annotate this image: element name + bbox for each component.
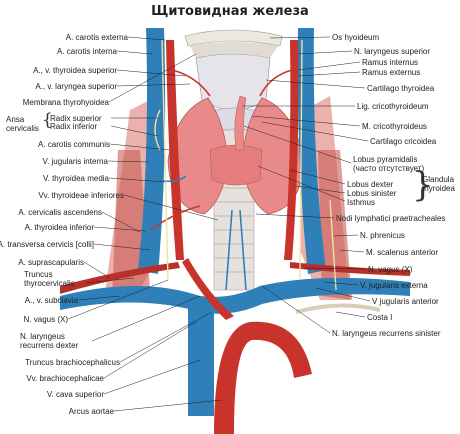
label-vagus-left: N. vagus (X): [23, 315, 68, 324]
label-thyroidea: thyroidea: [422, 184, 455, 193]
label-laryngea-superior: A., v. laryngea superior: [35, 82, 117, 91]
leader-lines: [67, 36, 371, 412]
internal-jugular-left: [297, 28, 326, 274]
label-laryngeus-dexter-2: recurrens dexter: [20, 341, 79, 350]
brachiocephalic-trunk: [182, 258, 234, 320]
label-radix-inferior: Radix inferior: [50, 122, 98, 131]
inferior-thyroid-veins: [225, 209, 247, 291]
label-laryngeus-superior: N. laryngeus superior: [354, 47, 431, 56]
superior-thyroid-artery-left: [259, 69, 293, 97]
label-carotis-externa: A. carotis externa: [65, 33, 128, 42]
label-lig-cricothyroideum: Lig. cricothyroideum: [357, 102, 429, 111]
aortic-arch: [214, 321, 312, 434]
label-laryngeus-sinister: N. laryngeus recurrens sinister: [332, 329, 441, 338]
label-thyrocervicalis: thyrocervicalis: [24, 279, 75, 288]
label-brachiocephalicus: Truncus brachiocephalicus: [25, 358, 120, 367]
internal-jugular-right: [138, 28, 166, 274]
superior-thyroid-artery: [171, 69, 211, 97]
label-costa-i: Costa I: [367, 313, 393, 322]
label-ramus-internus: Ramus internus: [362, 58, 419, 67]
label-lobus-dexter: Lobus dexter: [347, 180, 394, 189]
label-cervicalis-ascendens: A. cervicalis ascendens: [18, 208, 102, 217]
vagus-nerve-left: [299, 39, 303, 281]
label-os-hyoideum: Os hyoideum: [332, 33, 380, 42]
label-chasto-otsutstvuet: (часто отсутствует): [353, 164, 425, 173]
label-jugularis-anterior: V jugularis anterior: [372, 297, 439, 306]
label-scalenus-anterior: M. scalenus anterior: [366, 248, 439, 257]
brachiocephalic-veins: [60, 277, 410, 314]
common-carotid-right: [166, 40, 184, 260]
label-thyroideae-inferiores: Vv. thyroideae inferiores: [38, 191, 124, 200]
superior-vena-cava: [188, 306, 214, 416]
label-jugularis-externa: V. jugularis externa: [360, 281, 428, 290]
label-subclavia: A., v. subclavia: [24, 296, 78, 305]
middle-thyroid-vein: [159, 175, 187, 183]
inferior-thyroid-artery: [149, 205, 201, 231]
label-transversa-cervicis: A. transversa cervicis [colli]: [0, 240, 94, 249]
label-isthmus: Isthmus: [347, 198, 376, 207]
label-laryngeus-dexter-1: N. laryngeus: [20, 332, 65, 341]
figure-title: Щитовидная железа: [151, 4, 309, 19]
pyramidal-lobe: [234, 95, 247, 151]
subclavian-artery-right: [60, 262, 180, 294]
thyrohyoid-membrane: [190, 42, 278, 58]
label-cervicalis: cervicalis: [6, 124, 39, 133]
label-n-phrenicus: N. phrenicus: [360, 231, 405, 240]
label-ramus-externus: Ramus externus: [362, 68, 421, 77]
ansa-cervicalis: [154, 109, 161, 151]
label-thyroidea-inferior: A. thyroidea inferior: [24, 223, 94, 232]
phrenic-nerve: [329, 199, 337, 291]
label-brachiocephalicae: Vv. brachiocephalicae: [26, 374, 104, 383]
scalenus-right: [318, 150, 352, 300]
common-carotid-left: [284, 40, 299, 260]
label-nodi-lymphatici: Nodi lymphatici praetracheales: [336, 214, 446, 223]
label-cartilago-cricoidea: Cartilago cricoidea: [370, 137, 437, 146]
label-suprascapularis: A. suprascapularis: [18, 258, 84, 267]
label-lobus-sinister: Lobus sinister: [347, 189, 397, 198]
label-thyroidea-superior: A., v. thyroidea superior: [33, 66, 117, 75]
label-lobus-pyramidalis: Lobus pyramidalis: [353, 155, 418, 164]
subclavian-artery-left: [290, 262, 410, 276]
label-ansa: Ansa: [6, 115, 25, 124]
label-thyroidea-media: V. thyroidea media: [43, 174, 109, 183]
first-rib: [295, 303, 381, 314]
ansa-brace: {: [42, 110, 53, 130]
label-radix-superior: Radix superior: [50, 114, 102, 123]
vagus-nerve-right: [161, 39, 169, 281]
label-truncus: Truncus: [24, 270, 53, 279]
label-arcus-aortae: Arcus aortae: [68, 407, 114, 416]
label-membrana-thyrohyoidea: Membrana thyrohyoidea: [22, 98, 109, 107]
label-cartilago-thyroidea: Cartilago thyroidea: [367, 84, 435, 93]
glandula-brace: }: [412, 165, 434, 205]
label-carotis-communis: A. carotis communis: [37, 140, 110, 149]
label-jugularis-interna: V. jugularis interna: [42, 157, 108, 166]
label-glandula: Glandula: [422, 175, 455, 184]
hyoid-bone: [184, 29, 283, 47]
label-cava-superior: V. cava superior: [46, 390, 104, 399]
thyroid-isthmus: [209, 144, 263, 186]
label-carotis-interna: A. carotis interna: [56, 47, 117, 56]
label-vagus-right: N. vagus (X): [368, 265, 413, 274]
label-m-cricothyroideus: M. cricothyroideus: [362, 122, 427, 131]
